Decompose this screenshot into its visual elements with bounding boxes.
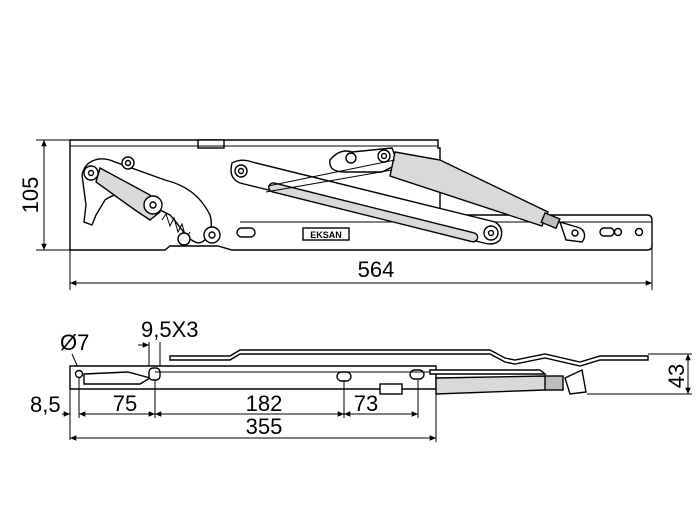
strut-end [540, 212, 561, 230]
dimension-355-label: 355 [246, 414, 283, 439]
plate-slot [599, 227, 615, 237]
spring-block [379, 383, 403, 395]
top-tab [197, 139, 225, 149]
slot-9-5 [148, 367, 161, 381]
hole-diameter-label: Ø7 [60, 330, 89, 355]
side-view: Ø7 9,5X3 8,5 75 182 [30, 317, 692, 442]
plate-slot [236, 227, 256, 238]
height-dimension-label: 105 [18, 177, 43, 214]
upper-linkage-rail [169, 349, 649, 367]
brand-text: EKSAN [310, 230, 342, 240]
side-slot [336, 371, 352, 382]
hole-7mm [74, 369, 84, 379]
top-view: 105 564 EKSAN [18, 139, 653, 290]
arm-slot [268, 182, 479, 243]
side-slot [409, 369, 425, 380]
strut-rod [267, 159, 396, 187]
side-height-label: 43 [664, 364, 689, 388]
dimension-73-label: 73 [354, 391, 378, 416]
brand-plate [302, 227, 350, 241]
dimension-75-label: 75 [113, 391, 137, 416]
gas-strut-side [435, 375, 550, 395]
dimension-182-label: 182 [246, 391, 283, 416]
slot-size-label: 9,5X3 [141, 317, 199, 342]
mount-hole [634, 227, 644, 237]
width-dimension-label: 564 [358, 257, 395, 282]
strut-end-side [544, 375, 564, 391]
edge-offset-label: 8,5 [30, 392, 61, 417]
mount-hole [613, 227, 623, 237]
